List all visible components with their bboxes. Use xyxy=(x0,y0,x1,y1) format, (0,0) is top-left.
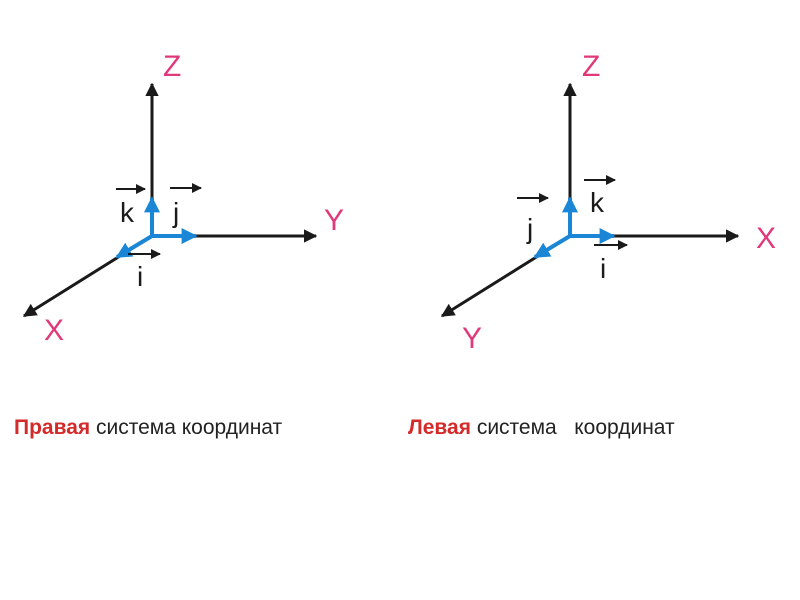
axis-label-y: Y xyxy=(462,322,482,355)
vector-label-j: j xyxy=(526,213,533,244)
vector-label-k: k xyxy=(120,197,135,228)
vector-label-i: i xyxy=(137,261,143,292)
axis-label-x: X xyxy=(756,222,776,255)
unit-vector-i xyxy=(115,234,154,259)
vector-label-j: j xyxy=(172,197,179,228)
caption-left-system: Левая система координат xyxy=(408,416,675,440)
caption-accent: Правая xyxy=(14,416,91,439)
axis-label-z: Z xyxy=(163,50,181,83)
axis-label-y: Y xyxy=(324,204,344,237)
caption-text: система координат xyxy=(90,416,283,439)
caption-accent: Левая xyxy=(408,416,471,439)
vector-label-i: i xyxy=(600,253,606,284)
vector-label-k: k xyxy=(590,187,605,218)
caption-text: система координат xyxy=(470,416,675,439)
axis-label-x: X xyxy=(44,314,64,347)
left-coordinate-system: Z X Y j k i xyxy=(440,50,776,355)
unit-vector-j xyxy=(533,234,572,259)
caption-right-system: Правая система координат xyxy=(14,416,282,440)
right-coordinate-system: Z Y X k j i xyxy=(22,50,344,347)
axis-label-z: Z xyxy=(582,50,600,83)
